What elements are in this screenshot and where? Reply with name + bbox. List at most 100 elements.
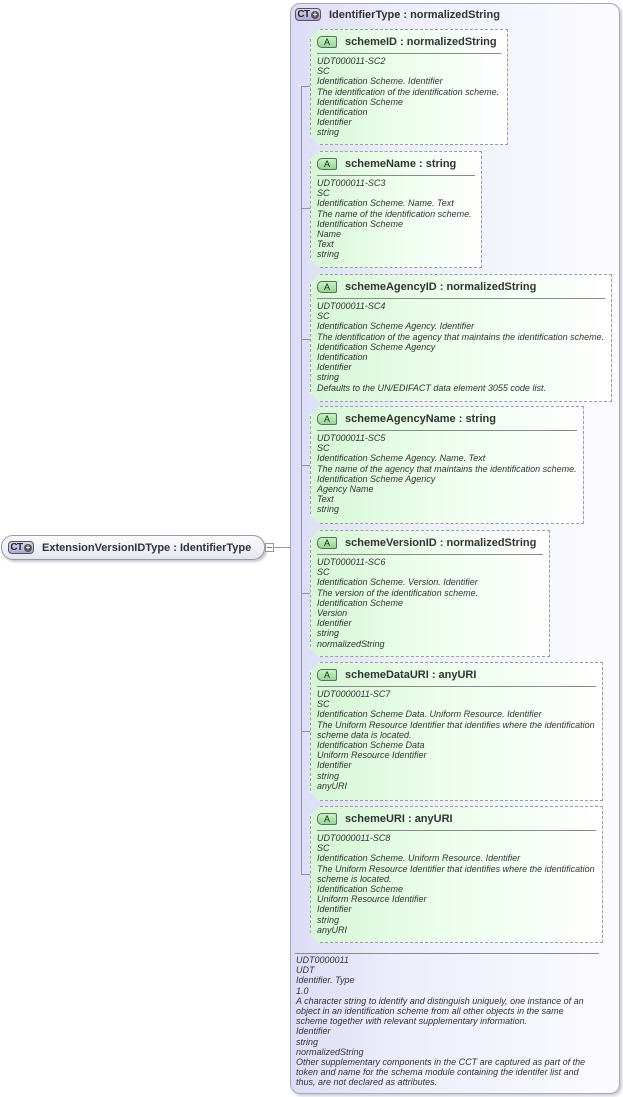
attribute-card-schemeDataURI[interactable]: A schemeDataURI : anyURI UDT0000011-SC7 … (310, 662, 603, 801)
doc-line: UDT000011-SC6 (317, 557, 386, 567)
divider (317, 53, 501, 54)
doc-line: 1.0 (296, 985, 309, 996)
tree-connector-branch (301, 465, 310, 466)
doc-line: SC (317, 699, 330, 710)
divider (317, 175, 475, 176)
doc-line: scheme data is located. (317, 729, 412, 740)
complex-type-label: IdentifierType : normalizedString (329, 8, 500, 21)
doc-line: object in an identification scheme from … (296, 1006, 564, 1017)
attribute-card-schemeID[interactable]: A schemeID : normalizedString UDT000011-… (310, 29, 508, 145)
doc-line: Identification Scheme Agency. Name. Text (317, 453, 486, 464)
doc-line: Identification (317, 352, 368, 363)
divider (317, 298, 605, 299)
attribute-card-schemeURI[interactable]: A schemeURI : anyURI UDT0000011-SC8 SC I… (310, 806, 603, 943)
doc-line: Text (317, 494, 334, 505)
doc-line: Identification Scheme Data. Uniform Reso… (317, 709, 542, 720)
doc-line: string (296, 1036, 319, 1047)
doc-line: anyURI (317, 924, 348, 935)
doc-line: Identification Scheme. Version. Identifi… (317, 577, 478, 588)
doc-line: Identification Scheme. Identifier (317, 76, 443, 87)
doc-line: Identification Scheme Data (317, 740, 425, 751)
doc-line: Identifier (317, 904, 352, 915)
doc-line: string (317, 914, 340, 925)
doc-line: Identification Scheme (317, 218, 404, 229)
doc-line: Identifier (317, 618, 352, 629)
attribute-title: schemeURI : anyURI (345, 812, 453, 825)
doc-line: Identifier (317, 362, 352, 373)
attribute-icon: A (317, 158, 337, 170)
divider (317, 430, 577, 431)
doc-line: SC (317, 188, 330, 199)
attribute-card-schemeVersionID[interactable]: A schemeVersionID : normalizedString UDT… (310, 530, 550, 657)
doc-line: UDT0000011-SC7 (317, 689, 391, 699)
doc-line: The identification of the identification… (317, 86, 500, 97)
doc-line: UDT000011-SC2 (317, 56, 386, 66)
doc-line: Identifier (317, 760, 352, 771)
doc-line: Other supplementary components in the CC… (296, 1057, 586, 1068)
attribute-icon: A (317, 281, 337, 293)
doc-line: Defaults to the UN/EDIFACT data element … (317, 382, 546, 393)
attribute-title: schemeDataURI : anyURI (345, 668, 477, 681)
collapse-minus-icon[interactable] (265, 543, 274, 552)
doc-line: Identification Scheme Agency. Identifier (317, 321, 475, 332)
attribute-icon: A (317, 669, 337, 681)
divider (295, 953, 599, 954)
doc-line: UDT0000011-SC8 (317, 833, 391, 843)
doc-line: SC (317, 567, 330, 578)
complex-type-documentation: UDT0000011 UDT Identifier. Type 1.0 A ch… (296, 955, 596, 1088)
doc-line: Version (317, 608, 348, 619)
tree-connector-vertical (301, 86, 302, 874)
tree-connector-branch (301, 339, 310, 340)
doc-line: Identification Scheme (317, 597, 404, 608)
attribute-title: schemeID : normalizedString (345, 35, 497, 48)
attribute-card-schemeAgencyID[interactable]: A schemeAgencyID : normalizedString UDT0… (310, 274, 612, 402)
complex-type-header: CT+ IdentifierType : normalizedString (295, 8, 500, 21)
doc-line: SC (317, 311, 330, 322)
doc-line: anyURI (317, 780, 348, 791)
attribute-icon: A (317, 813, 337, 825)
doc-line: SC (317, 843, 330, 854)
doc-line: Uniform Resource Identifier (317, 750, 427, 761)
doc-line: Identification Scheme. Name. Text (317, 198, 454, 209)
tree-connector-branch (301, 593, 310, 594)
doc-line: Identification Scheme Agency (317, 473, 436, 484)
attribute-card-schemeName[interactable]: A schemeName : string UDT000011-SC3 SC I… (310, 151, 482, 268)
doc-line: Identifier. Type (296, 975, 355, 986)
divider (317, 686, 596, 687)
doc-line: thus, are not declared as attributes. (296, 1077, 438, 1088)
tree-connector-branch (301, 874, 310, 875)
attribute-title: schemeAgencyName : string (345, 412, 496, 425)
plus-icon: + (23, 542, 32, 552)
root-element-label: ExtensionVersionIDType : IdentifierType (42, 541, 252, 554)
doc-line: UDT (296, 965, 315, 976)
doc-line: Identification Scheme Agency (317, 341, 436, 352)
plus-icon: + (310, 9, 319, 19)
doc-line: Identification Scheme. Uniform Resource.… (317, 853, 521, 864)
doc-line: Identifier (296, 1026, 331, 1037)
attribute-icon: A (317, 36, 337, 48)
complex-type-icon: CT+ (8, 541, 34, 554)
doc-line: string (317, 127, 340, 138)
doc-line: normalizedString (296, 1046, 364, 1057)
doc-line: string (317, 372, 340, 383)
attribute-card-schemeAgencyName[interactable]: A schemeAgencyName : string UDT000011-SC… (310, 406, 584, 524)
doc-line: The Uniform Resource Identifier that ide… (317, 863, 595, 874)
doc-line: Identification Scheme (317, 96, 404, 107)
doc-line: normalizedString (317, 638, 385, 649)
attribute-title: schemeName : string (345, 157, 457, 170)
doc-line: Identifier (317, 117, 352, 128)
doc-line: The name of the identification scheme. (317, 208, 472, 219)
doc-line: Text (317, 239, 334, 250)
doc-line: string (317, 628, 340, 639)
doc-line: SC (317, 443, 330, 454)
doc-line: The Uniform Resource Identifier that ide… (317, 719, 595, 730)
tree-connector-branch (301, 86, 310, 87)
connector-line (274, 547, 290, 548)
doc-line: Identification (317, 107, 368, 118)
doc-line: string (317, 249, 340, 260)
doc-line: Name (317, 229, 342, 240)
doc-line: string (317, 770, 340, 781)
root-element-node[interactable]: CT+ ExtensionVersionIDType : IdentifierT… (1, 535, 265, 560)
complex-type-icon-text: CT (10, 542, 23, 553)
doc-line: Agency Name (317, 484, 374, 495)
